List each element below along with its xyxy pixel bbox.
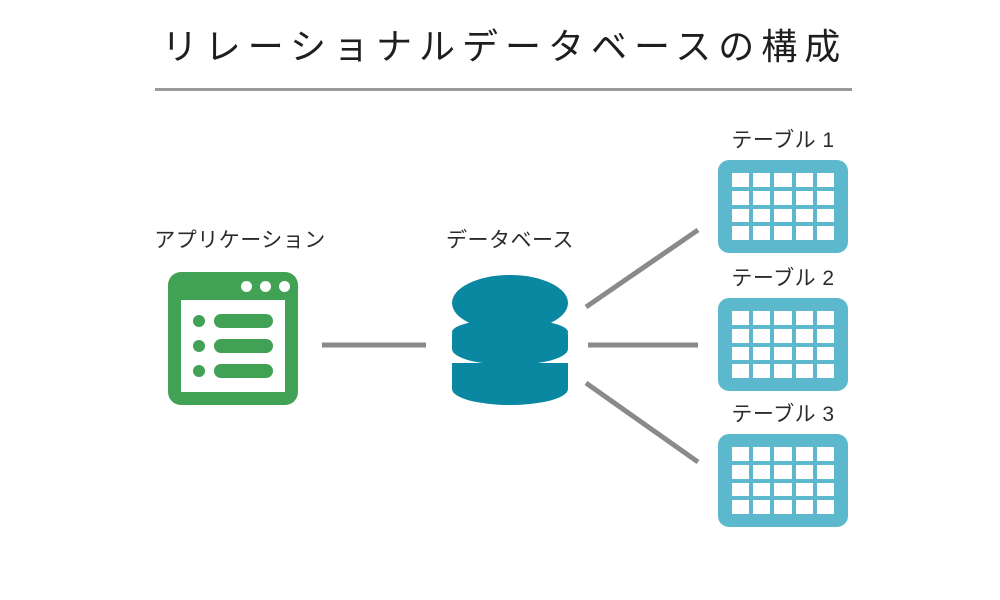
table-cell	[774, 464, 792, 479]
application-titlebar	[168, 272, 298, 300]
table-cell	[753, 190, 771, 205]
table-cell	[753, 208, 771, 223]
table-grid-icon[interactable]	[718, 298, 848, 391]
table-cell	[816, 208, 834, 223]
table-cell	[795, 208, 813, 223]
table-cell	[816, 226, 834, 240]
connector-database-to-table-1	[584, 227, 700, 310]
table-cell	[774, 482, 792, 497]
list-item-bar	[214, 339, 273, 353]
bullet-icon	[193, 340, 205, 352]
table-cell	[732, 500, 750, 514]
list-item-bar	[214, 364, 273, 378]
table-cell	[816, 364, 834, 378]
table-cell	[753, 482, 771, 497]
list-item-bar	[214, 314, 273, 328]
table-cell	[795, 311, 813, 325]
table-cell	[774, 173, 792, 187]
table-cell	[732, 173, 750, 187]
table-cell	[795, 447, 813, 461]
database-cylinder-icon[interactable]	[452, 275, 568, 405]
bullet-icon	[193, 315, 205, 327]
database-label: データベース	[446, 229, 574, 252]
table-cell	[816, 311, 834, 325]
table-cell	[732, 447, 750, 461]
table-cell	[753, 364, 771, 378]
table-cell	[753, 328, 771, 343]
table-cell	[774, 364, 792, 378]
table-cell	[732, 346, 750, 361]
table-cell	[753, 500, 771, 514]
table-cell	[774, 311, 792, 325]
table-grid	[732, 447, 834, 514]
table-cell	[753, 311, 771, 325]
table-cell	[795, 328, 813, 343]
page-title: リレーショナルデータベースの構成	[161, 26, 848, 67]
table-label-1: テーブル 1	[731, 129, 835, 152]
table-grid-icon[interactable]	[718, 434, 848, 527]
bullet-icon	[193, 365, 205, 377]
table-cell	[795, 364, 813, 378]
table-cell	[753, 173, 771, 187]
table-cell	[732, 226, 750, 240]
table-cell	[816, 482, 834, 497]
table-label-3: テーブル 3	[731, 403, 835, 426]
table-cell	[732, 208, 750, 223]
table-cell	[816, 346, 834, 361]
table-cell	[816, 173, 834, 187]
table-cell	[732, 328, 750, 343]
table-cell	[732, 190, 750, 205]
table-cell	[795, 173, 813, 187]
table-cell	[774, 208, 792, 223]
table-cell	[732, 364, 750, 378]
application-window-icon[interactable]	[168, 272, 298, 405]
table-cell	[753, 464, 771, 479]
table-grid	[732, 173, 834, 240]
table-cell	[774, 447, 792, 461]
table-cell	[732, 311, 750, 325]
application-label: アプリケーション	[154, 229, 326, 252]
table-cell	[753, 447, 771, 461]
table-cell	[795, 464, 813, 479]
connector-database-to-table-3	[584, 380, 700, 465]
table-cell	[732, 482, 750, 497]
application-screen	[181, 300, 285, 392]
table-cell	[774, 500, 792, 514]
window-dot-icon	[260, 281, 271, 292]
table-cell	[816, 500, 834, 514]
table-cell	[774, 346, 792, 361]
title-block: リレーショナルデータベースの構成	[150, 20, 852, 74]
database-disc-cap	[452, 363, 568, 389]
table-cell	[774, 226, 792, 240]
window-dot-icon	[279, 281, 290, 292]
table-cell	[795, 190, 813, 205]
table-grid-icon[interactable]	[718, 160, 848, 253]
table-cell	[795, 226, 813, 240]
window-dot-icon	[241, 281, 252, 292]
database-disc-top	[452, 275, 568, 331]
table-cell	[774, 190, 792, 205]
table-cell	[795, 346, 813, 361]
table-cell	[774, 328, 792, 343]
title-divider	[155, 88, 852, 91]
table-label-2: テーブル 2	[731, 267, 835, 290]
table-cell	[816, 464, 834, 479]
table-cell	[816, 447, 834, 461]
table-cell	[795, 500, 813, 514]
table-grid	[732, 311, 834, 378]
table-cell	[753, 346, 771, 361]
table-cell	[753, 226, 771, 240]
table-cell	[795, 482, 813, 497]
table-cell	[816, 190, 834, 205]
table-cell	[816, 328, 834, 343]
table-cell	[732, 464, 750, 479]
